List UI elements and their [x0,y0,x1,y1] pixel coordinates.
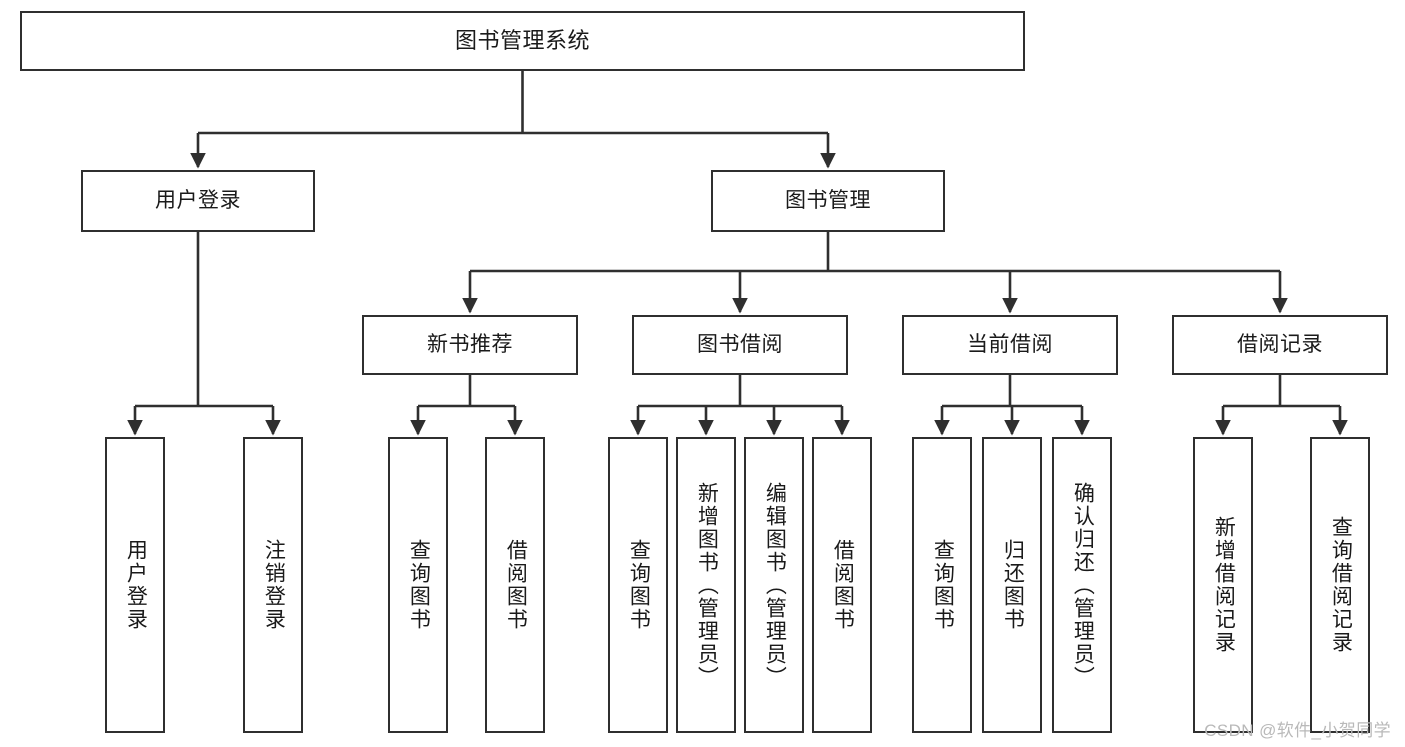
level2-node-用户登录-label: 用户登录 [155,189,241,213]
level3-node-新书推荐[interactable]: 新书推荐 [362,315,578,375]
level2-node-图书管理-label: 图书管理 [785,189,871,213]
level3-node-借阅记录[interactable]: 借阅记录 [1172,315,1388,375]
leaf-node-新增图书管理员-label: 新增图书（管理员） [695,481,719,689]
leaf-node-查询图书[interactable]: 查询图书 [388,437,448,733]
leaf-node-新增图书管理员[interactable]: 新增图书（管理员） [676,437,736,733]
leaf-node-注销登录-label: 注销登录 [262,539,286,631]
leaf-node-借阅图书-label: 借阅图书 [831,539,855,631]
leaf-node-用户登录[interactable]: 用户登录 [105,437,165,733]
leaf-node-归还图书[interactable]: 归还图书 [982,437,1042,733]
level3-node-图书借阅[interactable]: 图书借阅 [632,315,848,375]
level3-node-图书借阅-label: 图书借阅 [697,333,783,357]
level2-node-图书管理[interactable]: 图书管理 [711,170,945,232]
watermark-label: CSDN @软件_小贺同学 [1204,721,1391,740]
leaf-node-查询借阅记录[interactable]: 查询借阅记录 [1310,437,1370,733]
root-node-图书管理系统-label: 图书管理系统 [454,27,590,53]
level3-node-当前借阅[interactable]: 当前借阅 [902,315,1118,375]
leaf-node-注销登录[interactable]: 注销登录 [243,437,303,733]
level3-node-借阅记录-label: 借阅记录 [1237,333,1323,357]
leaf-node-查询图书[interactable]: 查询图书 [608,437,668,733]
leaf-node-确认归还管理员[interactable]: 确认归还（管理员） [1052,437,1112,733]
root-node-图书管理系统[interactable]: 图书管理系统 [20,11,1025,71]
leaf-node-确认归还管理员-label: 确认归还（管理员） [1071,481,1095,689]
leaf-node-编辑图书管理员-label: 编辑图书（管理员） [763,481,787,689]
leaf-node-查询图书-label: 查询图书 [407,539,431,631]
leaf-node-新增借阅记录[interactable]: 新增借阅记录 [1193,437,1253,733]
level2-node-用户登录[interactable]: 用户登录 [81,170,315,232]
leaf-node-用户登录-label: 用户登录 [124,539,148,631]
leaf-node-借阅图书-label: 借阅图书 [504,539,528,631]
leaf-node-查询图书-label: 查询图书 [931,539,955,631]
leaf-node-查询图书-label: 查询图书 [627,539,651,631]
leaf-node-查询图书[interactable]: 查询图书 [912,437,972,733]
leaf-node-查询借阅记录-label: 查询借阅记录 [1329,516,1353,654]
leaf-node-归还图书-label: 归还图书 [1001,539,1025,631]
leaf-node-新增借阅记录-label: 新增借阅记录 [1212,516,1236,654]
leaf-node-借阅图书[interactable]: 借阅图书 [485,437,545,733]
leaf-node-借阅图书[interactable]: 借阅图书 [812,437,872,733]
level3-node-当前借阅-label: 当前借阅 [967,333,1053,357]
leaf-node-编辑图书管理员[interactable]: 编辑图书（管理员） [744,437,804,733]
level3-node-新书推荐-label: 新书推荐 [427,333,513,357]
